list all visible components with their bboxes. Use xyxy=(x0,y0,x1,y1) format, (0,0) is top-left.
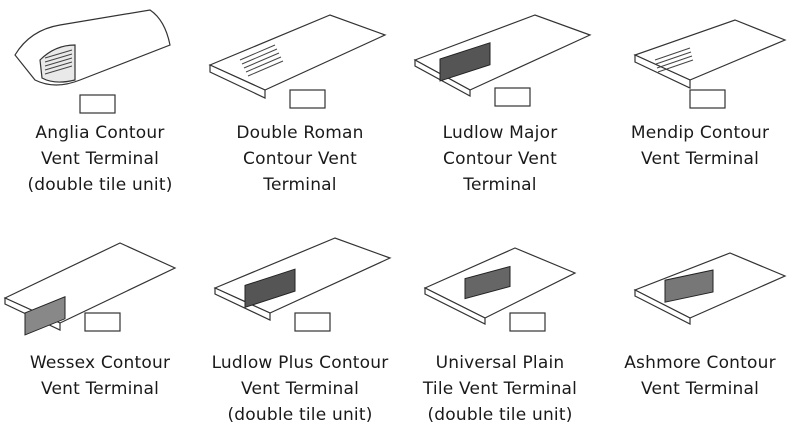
label-line: Tile Vent Terminal xyxy=(422,379,578,399)
label-line: Terminal xyxy=(463,175,537,195)
double-roman-vent-icon xyxy=(208,14,387,109)
label-line: Vent Terminal xyxy=(240,379,360,399)
plain-tile-vent-icon xyxy=(423,247,577,332)
label-line: (double tile unit) xyxy=(427,405,573,425)
label-line: Mendip Contour xyxy=(630,123,770,143)
label-line: Vent Terminal xyxy=(640,379,760,399)
label-line: Ludlow Major xyxy=(442,123,558,143)
ludlow-plus-vent-icon xyxy=(213,237,392,332)
product-label: Ludlow Plus Contour Vent Terminal (doubl… xyxy=(200,350,400,428)
product-label: Wessex Contour Vent Terminal xyxy=(0,350,200,402)
ashmore-vent-icon xyxy=(633,252,787,325)
wessex-vent-icon xyxy=(3,242,177,336)
label-line: Terminal xyxy=(263,175,337,195)
ludlow-major-vent-icon xyxy=(413,14,592,107)
product-card-double-roman[interactable]: Double Roman Contour Vent Terminal xyxy=(200,0,400,217)
product-label: Universal Plain Tile Vent Terminal (doub… xyxy=(400,350,600,428)
product-card-wessex[interactable]: Wessex Contour Vent Terminal xyxy=(0,218,200,435)
product-label: Ashmore Contour Vent Terminal xyxy=(600,350,800,402)
label-line: (double tile unit) xyxy=(27,175,173,195)
product-card-mendip[interactable]: Mendip Contour Vent Terminal xyxy=(600,0,800,217)
product-card-ashmore[interactable]: Ashmore Contour Vent Terminal xyxy=(600,218,800,435)
label-line: Vent Terminal xyxy=(640,149,760,169)
label-line: (double tile unit) xyxy=(227,405,373,425)
label-line: Universal Plain xyxy=(435,353,565,373)
double-pantile-vent-icon xyxy=(14,9,171,114)
product-label: Mendip Contour Vent Terminal xyxy=(600,120,800,172)
label-line: Double Roman xyxy=(236,123,364,143)
product-card-ludlow-major[interactable]: Ludlow Major Contour Vent Terminal xyxy=(400,0,600,217)
product-label: Double Roman Contour Vent Terminal xyxy=(200,120,400,198)
label-line: Vent Terminal xyxy=(40,379,160,399)
product-label: Anglia Contour Vent Terminal (double til… xyxy=(0,120,200,198)
product-label: Ludlow Major Contour Vent Terminal xyxy=(400,120,600,198)
mendip-vent-icon xyxy=(633,19,787,109)
product-card-universal-plain[interactable]: Universal Plain Tile Vent Terminal (doub… xyxy=(400,218,600,435)
label-line: Contour Vent xyxy=(243,149,357,169)
label-line: Vent Terminal xyxy=(40,149,160,169)
label-line: Anglia Contour xyxy=(35,123,165,143)
product-card-anglia[interactable]: Anglia Contour Vent Terminal (double til… xyxy=(0,0,200,217)
label-line: Ludlow Plus Contour xyxy=(211,353,389,373)
label-line: Ashmore Contour xyxy=(624,353,776,373)
label-line: Contour Vent xyxy=(443,149,557,169)
label-line: Wessex Contour xyxy=(29,353,171,373)
product-card-ludlow-plus[interactable]: Ludlow Plus Contour Vent Terminal (doubl… xyxy=(200,218,400,435)
